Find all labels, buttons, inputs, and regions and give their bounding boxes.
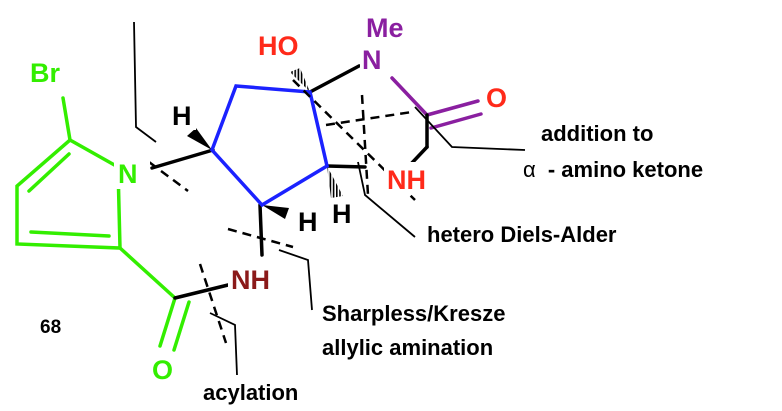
leader-addition — [414, 106, 526, 151]
annotation-addition-line2: α - amino ketone — [523, 157, 703, 182]
atom-h-upper-left: H — [172, 101, 192, 131]
compound-number: 68 — [40, 317, 61, 338]
atom-nh-lower: NH — [231, 265, 270, 295]
annotation-addition-line1: addition to — [541, 121, 653, 146]
disconnection-amide-ring — [227, 227, 294, 249]
leader-acylation — [209, 312, 238, 376]
black-bonds — [150, 64, 429, 300]
atom-labels: Br N HO Me N O NH H H H NH O — [28, 12, 516, 385]
annotation-sharpless-line1: Sharpless/Kresze — [322, 301, 505, 326]
leader-ethyl-top — [133, 21, 157, 143]
disconnection-ring-vertical — [360, 94, 370, 196]
alpha-symbol: α — [523, 157, 536, 182]
atom-n-amide: N — [362, 45, 382, 75]
bromopyrrole-fragment — [15, 96, 191, 352]
disconnection-acylation — [198, 263, 228, 344]
cyclopentane-ring — [209, 84, 329, 208]
atom-n-pyrrole: N — [118, 159, 138, 189]
annotation-sharpless-line2: allylic amination — [322, 335, 493, 360]
leader-sharpless — [278, 249, 313, 311]
atom-br: Br — [30, 58, 60, 88]
atom-o-lower: O — [152, 355, 173, 385]
atom-me: Me — [366, 13, 404, 43]
hash-wedge-right-h — [327, 166, 343, 198]
atom-h-right: H — [332, 199, 352, 229]
leader-hetero-da — [357, 161, 416, 238]
wedge-lower-h — [262, 205, 289, 219]
leader-lines — [133, 21, 526, 376]
disconnection-pyrrole-n — [148, 160, 189, 193]
annotation-hetero-diels-alder: hetero Diels-Alder — [427, 222, 617, 247]
amino-ketone-text: - amino ketone — [548, 157, 703, 182]
annotation-acylation: acylation — [203, 380, 298, 405]
annotation-texts: addition to α - amino ketone hetero Diel… — [40, 121, 703, 405]
stereo-wedges — [187, 68, 343, 219]
atom-nh-right: NH — [387, 165, 426, 195]
atom-ho: HO — [258, 31, 299, 61]
atom-h-lower: H — [298, 207, 318, 237]
wedge-upper-left-h — [187, 128, 212, 150]
hash-wedge-ho — [290, 68, 310, 92]
atom-o-ketone: O — [486, 83, 507, 113]
disconnection-ketone — [325, 110, 413, 127]
